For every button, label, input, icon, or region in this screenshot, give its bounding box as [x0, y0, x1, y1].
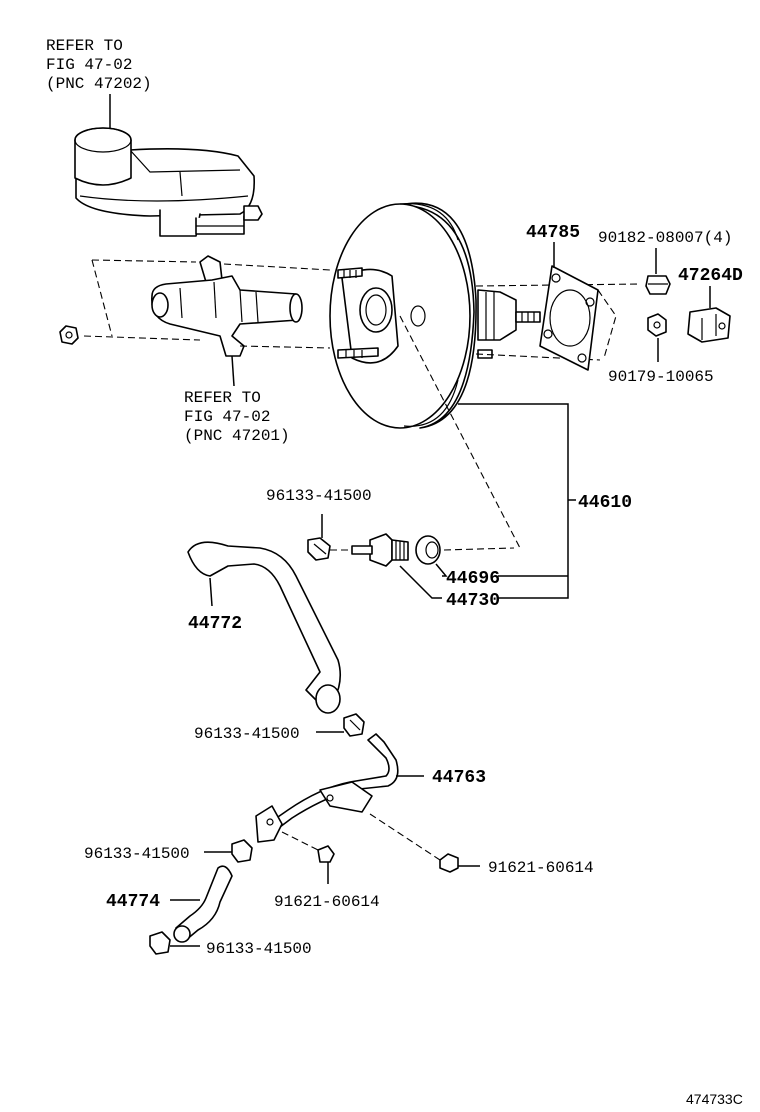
reservoir-reference-note: REFER TO FIG 47-02 (PNC 47202) [46, 37, 152, 128]
master-cylinder-reference-note: REFER TO FIG 47-02 (PNC 47201) [184, 389, 290, 445]
brake-booster-assembly [329, 202, 541, 429]
pushrod-clevis-47264D [687, 307, 731, 343]
booster-gasket [539, 265, 599, 371]
part-number-44774: 44774 [106, 892, 160, 912]
vacuum-check-valve [351, 533, 409, 567]
part-number-90182: 90182-08007(4) [598, 229, 732, 247]
pipe-bolt-lower [317, 845, 335, 863]
clevis-nut [647, 313, 667, 337]
brake-fluid-reservoir [74, 127, 263, 237]
hose-clip-1 [307, 537, 331, 561]
hose-clip-2 [343, 713, 365, 737]
pipe-bolt-right [439, 853, 459, 873]
vacuum-hose-44772 [187, 541, 342, 714]
ref-line-3: (PNC 47202) [46, 75, 152, 93]
part-number-91621-a: 91621-60614 [488, 859, 594, 877]
part-number-44772: 44772 [188, 614, 242, 634]
mounting-nut-left [59, 325, 79, 345]
part-number-96133-c: 96133-41500 [84, 845, 190, 863]
ref-line-2: FIG 47-02 [46, 56, 132, 74]
hose-clip-3 [231, 839, 253, 863]
figure-id: 474733C [686, 1091, 743, 1107]
part-number-96133-a: 96133-41500 [266, 487, 372, 505]
ref-line-1: REFER TO [46, 37, 123, 55]
part-number-44730: 44730 [446, 591, 500, 611]
vacuum-pipe-44763 [255, 733, 399, 843]
part-number-96133-b: 96133-41500 [194, 725, 300, 743]
check-valve-grommet [415, 535, 441, 565]
part-number-44610: 44610 [578, 493, 632, 513]
ref-line-2: FIG 47-02 [184, 408, 270, 426]
part-number-47264D: 47264D [678, 266, 743, 286]
vacuum-hose-44774 [173, 865, 233, 943]
part-number-44785: 44785 [526, 223, 580, 243]
part-number-90179: 90179-10065 [608, 368, 714, 386]
ref-line-3: (PNC 47201) [184, 427, 290, 445]
brake-master-cylinder [151, 255, 303, 387]
part-number-44763: 44763 [432, 768, 486, 788]
ref-line-1: REFER TO [184, 389, 261, 407]
part-number-91621-b: 91621-60614 [274, 893, 380, 911]
part-number-96133-d: 96133-41500 [206, 940, 312, 958]
hose-clip-4 [149, 931, 171, 955]
booster-nut [645, 275, 671, 295]
part-number-44696: 44696 [446, 569, 500, 589]
